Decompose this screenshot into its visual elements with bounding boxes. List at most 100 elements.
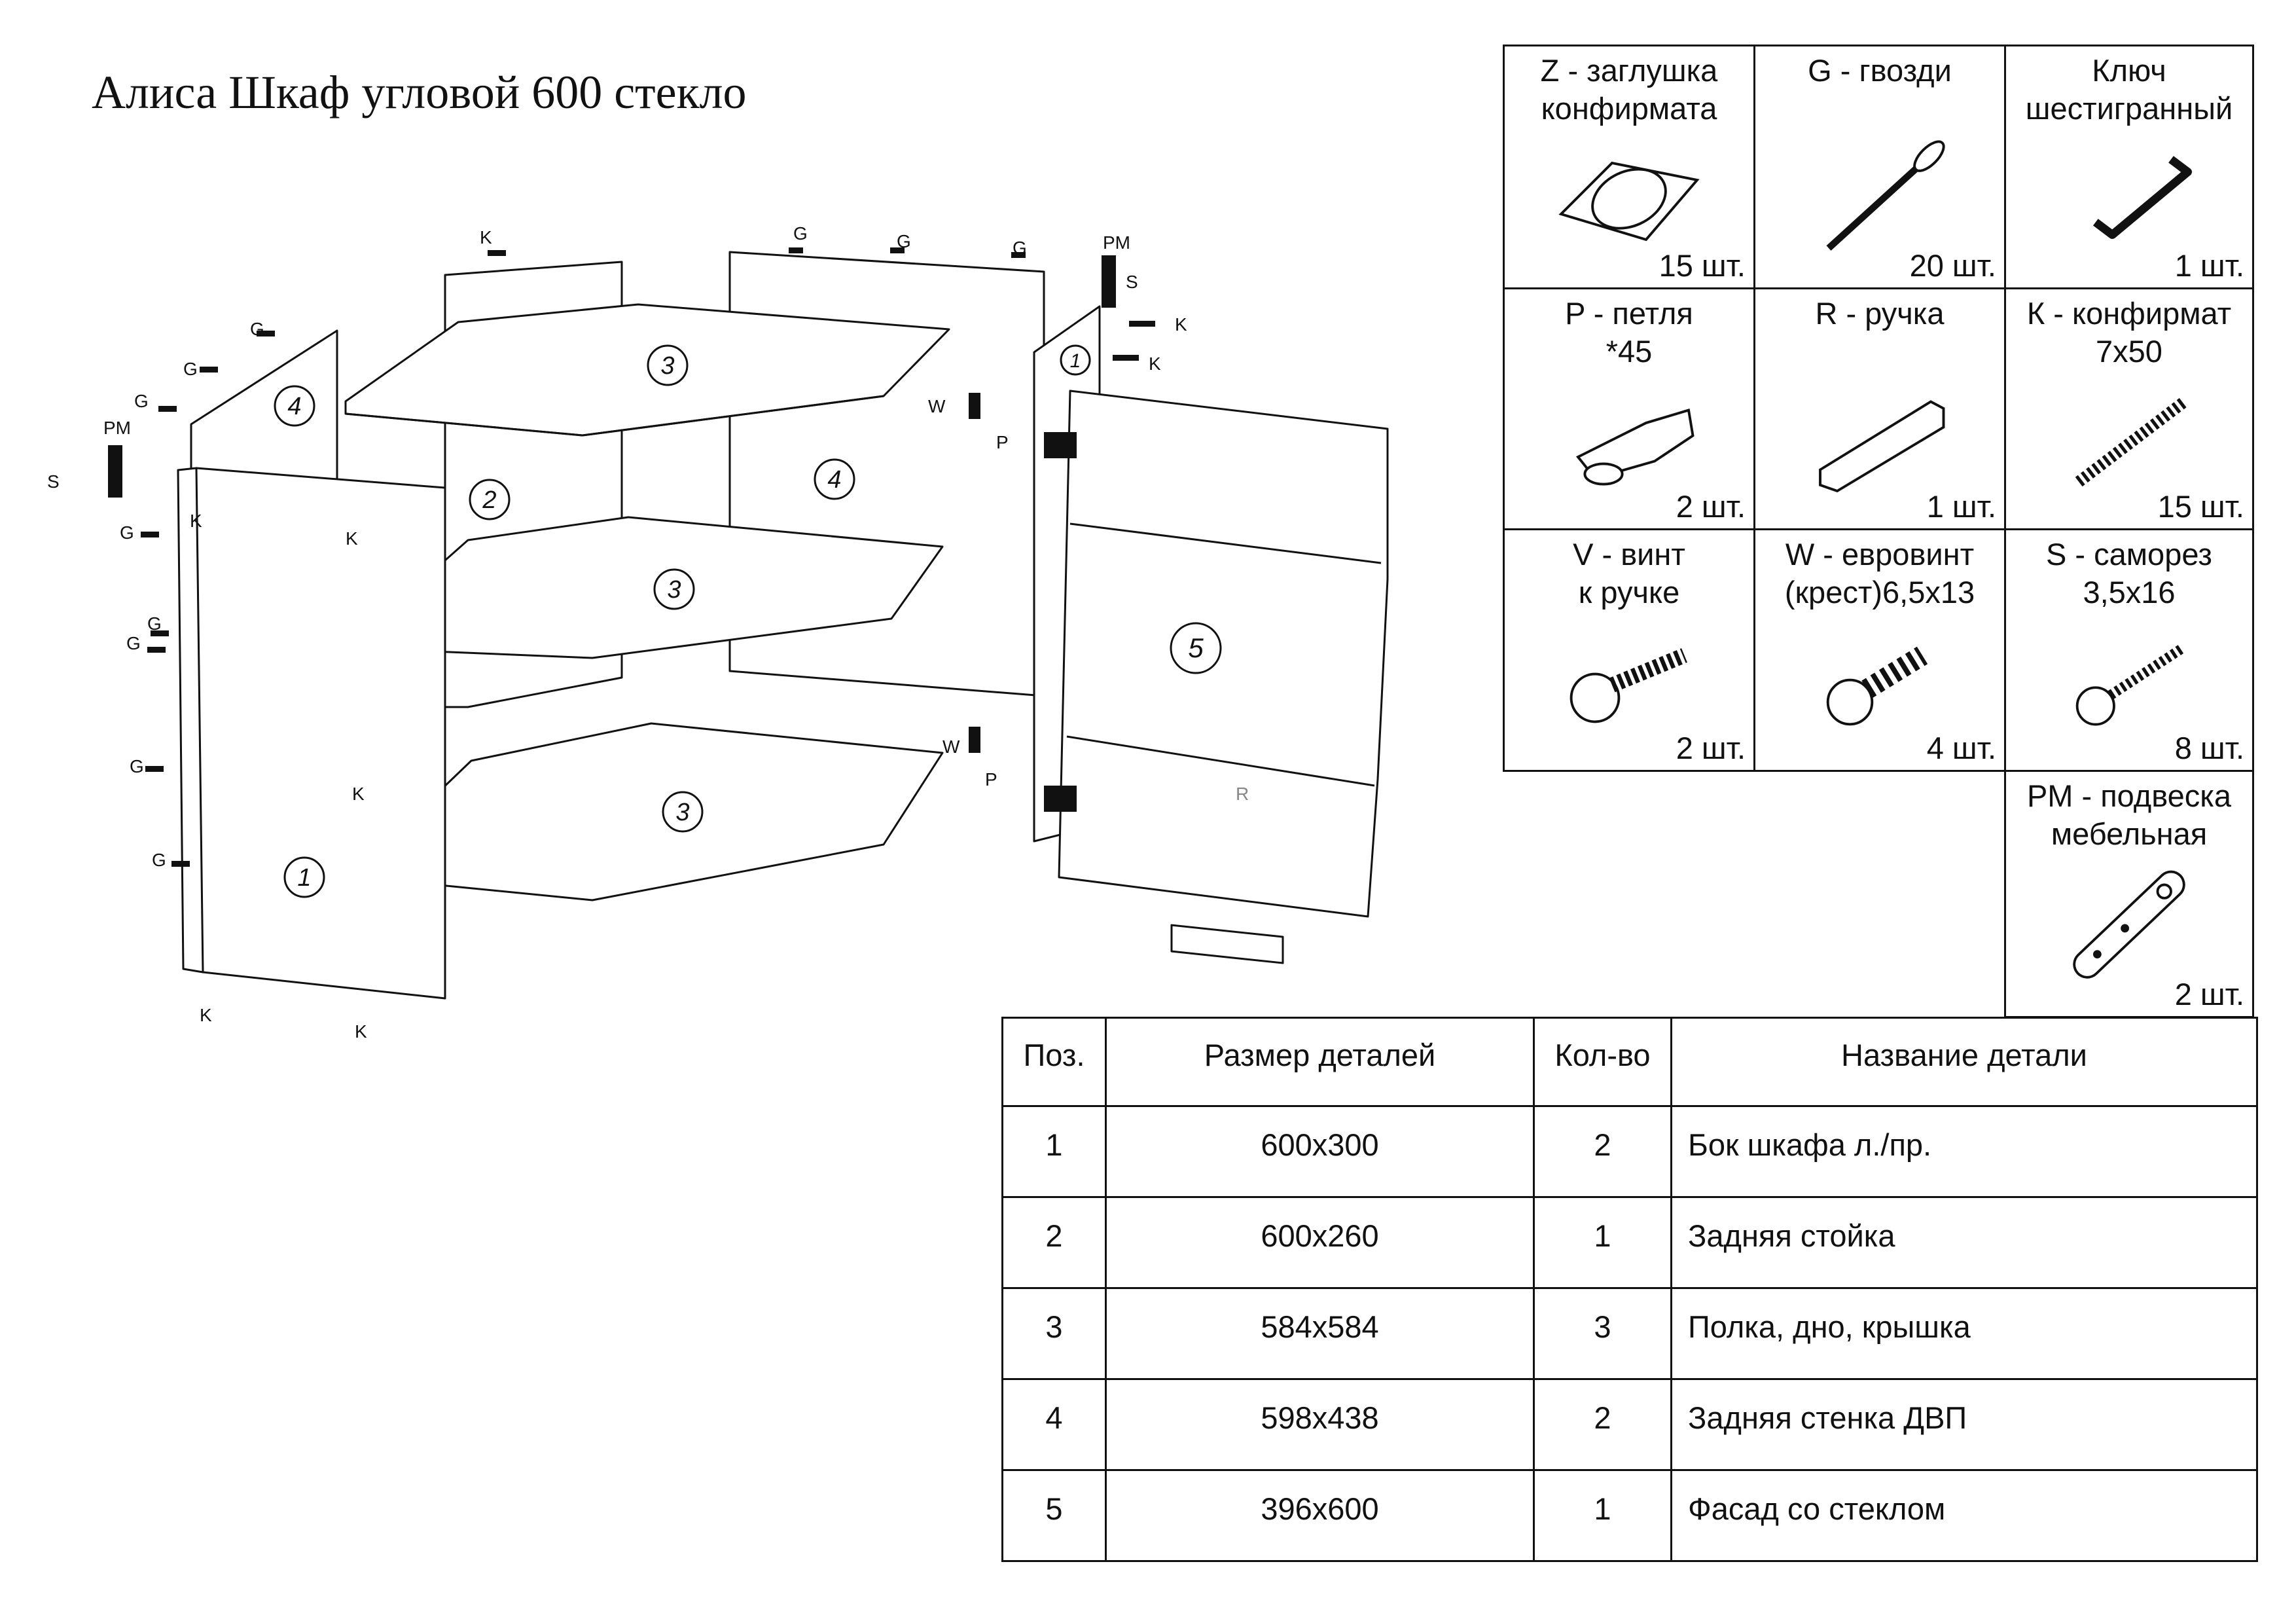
label-k: K (355, 1021, 367, 1042)
hardware-count: 2 шт. (1676, 489, 1746, 524)
part-marker-2 (469, 479, 511, 520)
hardware-name: S - саморез 3,5x16 (2045, 537, 2212, 609)
part-marker-3-middle (653, 568, 695, 610)
table-header-row: Поз. Размер деталей Кол-во Название дета… (1001, 1017, 2258, 1107)
part-label-1-door: 1 (1070, 350, 1081, 372)
header-size: Размер деталей (1105, 1017, 1535, 1107)
hinge-icon (1544, 374, 1714, 505)
label-p: P (985, 769, 997, 790)
label-g: G (120, 522, 134, 543)
label-k: K (1149, 354, 1161, 374)
hardware-name: R - ручка (1815, 296, 1945, 331)
part-label-3-middle: 3 (667, 576, 681, 604)
hardware-count: 4 шт. (1926, 731, 1996, 765)
cell-quantity: 3 (1533, 1287, 1672, 1380)
hardware-cell-s: S - саморез 3,5x16 8 шт. (2004, 528, 2254, 772)
part-marker-3-bottom (662, 791, 704, 833)
cell-part-name: Фасад со стеклом (1670, 1469, 2258, 1562)
hardware-cell-v: V - винт к ручке 2 шт. (1503, 528, 1755, 772)
cap-icon (1544, 132, 1714, 263)
part-marker-1-door (1060, 344, 1091, 376)
cell-position: 2 (1001, 1196, 1107, 1289)
handle-icon (1795, 374, 1965, 505)
hardware-cell-k: К - конфирмат 7x50 15 шт. (2004, 287, 2254, 530)
part-marker-4-right (814, 458, 855, 500)
cell-quantity: 2 (1533, 1378, 1672, 1471)
hardware-cell-r: R - ручка 1 шт. (1753, 287, 2006, 530)
cell-position: 3 (1001, 1287, 1107, 1380)
hardware-name: PM - подвеска мебельная (2026, 778, 2232, 851)
label-g: G (1013, 238, 1027, 258)
label-g: G (897, 231, 911, 251)
hardware-name: К - конфирмат 7x50 (2026, 296, 2232, 369)
hardware-cell-p: P - петля *45 2 шт. (1503, 287, 1755, 530)
label-g: G (126, 633, 141, 653)
cell-part-name: Полка, дно, крышка (1670, 1287, 2258, 1380)
table-row: 3 584x584 3 Полка, дно, крышка (1001, 1287, 2258, 1380)
part-marker-3-top (647, 344, 689, 386)
part-marker-5 (1170, 622, 1222, 674)
cell-position: 4 (1001, 1378, 1107, 1471)
confirmat-screw-icon (2045, 374, 2213, 505)
part-label-3-top: 3 (660, 352, 674, 380)
header-part-name: Название детали (1670, 1017, 2258, 1107)
side-panel (177, 467, 446, 1000)
hardware-count: 15 шт. (2157, 489, 2244, 524)
hardware-cell-w: W - евровинт (крест)6,5x13 4 шт. (1753, 528, 2006, 772)
cell-size: 396x600 (1105, 1469, 1535, 1562)
shelf-bottom (359, 722, 944, 901)
label-r: R (1236, 784, 1249, 804)
label-k: K (1175, 314, 1187, 335)
hardware-count: 8 шт. (2174, 731, 2244, 765)
label-g: G (250, 319, 264, 339)
hardware-count: 15 шт. (1659, 248, 1746, 283)
hardware-cell-z: Z - заглушка конфирмата 15 шт. (1503, 45, 1755, 289)
table-row: 1 600x300 2 Бок шкафа л./пр. (1001, 1105, 2258, 1198)
cell-size: 584x584 (1105, 1287, 1535, 1380)
part-label-3-bottom: 3 (675, 799, 689, 826)
hex-key-icon (2045, 132, 2213, 263)
label-k: K (190, 511, 202, 531)
label-w: W (942, 737, 960, 757)
hardware-cell-pm: PM - подвеска мебельная 2 шт. (2004, 770, 2254, 1018)
cell-size: 598x438 (1105, 1378, 1535, 1471)
part-label-2: 2 (482, 486, 496, 514)
hardware-name: G - гвозди (1808, 53, 1952, 88)
table-row: 5 396x600 1 Фасад со стеклом (1001, 1469, 2258, 1562)
document-title: Алиса Шкаф угловой 600 стекло (92, 66, 747, 118)
table-row: 4 598x438 2 Задняя стенка ДВП (1001, 1378, 2258, 1471)
hardware-count: 1 шт. (2174, 248, 2244, 283)
hardware-name: Z - заглушка конфирмата (1540, 53, 1718, 126)
label-g: G (793, 223, 808, 244)
hardware-count: 1 шт. (1926, 489, 1996, 524)
label-k: K (352, 784, 365, 804)
table-row: 2 600x260 1 Задняя стойка (1001, 1196, 2258, 1289)
hardware-name: V - винт к ручке (1573, 537, 1685, 609)
part-label-1: 1 (297, 864, 311, 892)
label-k: K (346, 528, 358, 549)
part-marker-1 (283, 856, 325, 898)
label-w: W (928, 396, 946, 416)
part-label-5: 5 (1188, 632, 1204, 663)
cell-quantity: 1 (1533, 1196, 1672, 1289)
part-label-4-right: 4 (827, 466, 841, 494)
label-s: S (47, 471, 60, 492)
hardware-name: W - евровинт (крест)6,5x13 (1784, 537, 1975, 609)
hardware-cell-g: G - гвозди 20 шт. (1753, 45, 2006, 289)
cell-part-name: Бок шкафа л./пр. (1670, 1105, 2258, 1198)
euro-screw-icon (1795, 615, 1965, 746)
cell-part-name: Задняя стенка ДВП (1670, 1378, 2258, 1471)
part-label-4-left: 4 (287, 393, 301, 420)
hardware-count: 2 шт. (1676, 731, 1746, 765)
parts-table: Поз. Размер деталей Кол-во Название дета… (1001, 1017, 2258, 1562)
facade (1058, 390, 1389, 918)
self-tapping-screw-icon (2045, 615, 2213, 746)
label-g: G (130, 756, 144, 776)
part-marker-4-left (274, 385, 315, 427)
hardware-cell-hex-key: Ключ шестигранный 1 шт. (2004, 45, 2254, 289)
label-pm: PM (103, 418, 131, 438)
cell-quantity: 2 (1533, 1105, 1672, 1198)
label-g: G (134, 391, 149, 411)
cell-position: 5 (1001, 1469, 1107, 1562)
cell-quantity: 1 (1533, 1469, 1672, 1562)
